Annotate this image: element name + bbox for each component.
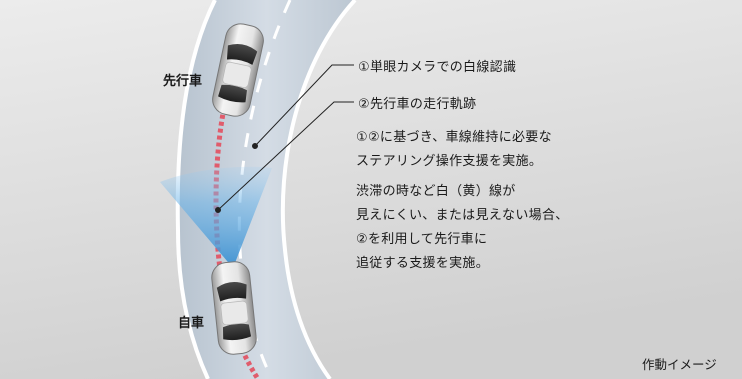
description-paragraph-1: ①②に基づき、車線維持に必要な ステアリング操作支援を実施。 <box>356 126 552 174</box>
leader-line-camera <box>252 64 354 149</box>
description-line: 渋滞の時など白（黄）線が <box>356 184 516 199</box>
annotation-camera-lane: ①単眼カメラでの白線認識 <box>358 60 517 75</box>
caption: 作動イメージ <box>642 357 717 372</box>
own-car <box>211 261 257 355</box>
lead-car-label: 先行車 <box>163 74 203 89</box>
description-line: 見えにくい、または見えない場合、 <box>356 208 569 223</box>
road-edge-right <box>280 0 357 379</box>
annotation-lead-trajectory: ②先行車の走行軌跡 <box>358 97 477 112</box>
road-edge-left <box>175 0 217 379</box>
description-paragraph-2: 渋滞の時など白（黄）線が 見えにくい、または見えない場合、 ②を利用して先行車に… <box>356 180 569 276</box>
description-line: ②を利用して先行車に <box>356 232 488 247</box>
description-line: ①②に基づき、車線維持に必要な <box>356 130 552 145</box>
lead-car <box>212 23 264 117</box>
camera-fov <box>160 166 272 268</box>
leader-line-trajectory <box>215 101 354 213</box>
description-line: 追従する支援を実施。 <box>356 256 490 271</box>
own-car-label: 自車 <box>178 316 205 331</box>
description-line: ステアリング操作支援を実施。 <box>356 154 543 169</box>
